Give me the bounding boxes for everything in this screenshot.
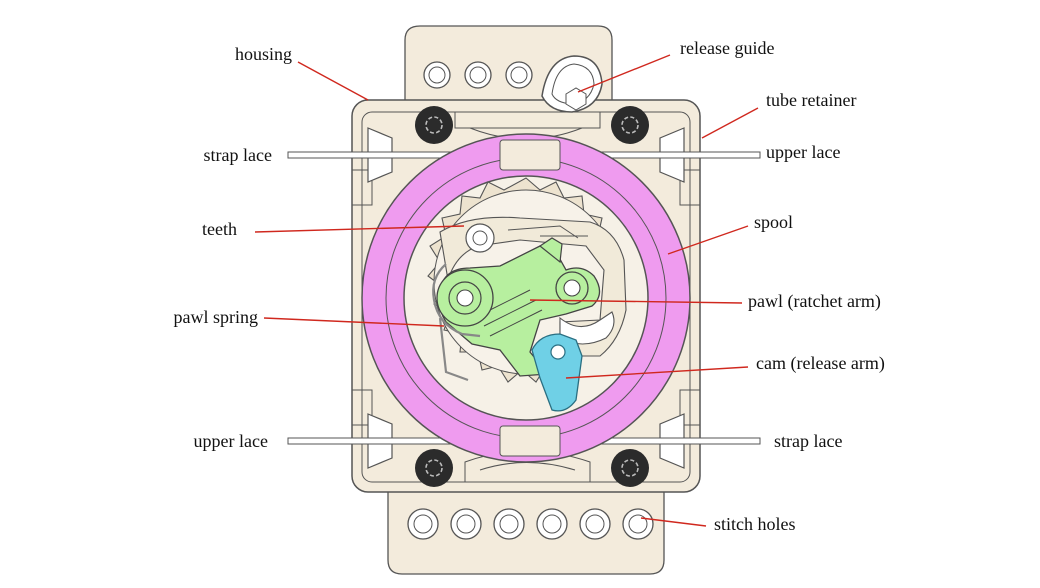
label-stitch-holes: stitch holes [714, 514, 796, 534]
stitch-hole [542, 514, 562, 534]
stitch-holes [407, 508, 654, 540]
leader-stitch-holes [640, 517, 707, 527]
label-strap-lace-right: strap lace [774, 431, 842, 451]
screw-torx [621, 116, 639, 134]
leader-spool [667, 225, 749, 255]
spring-post-outer [465, 223, 495, 253]
stitch-hole [450, 508, 482, 540]
top-hole [428, 66, 446, 84]
label-upper-lace-right: upper lace [766, 142, 840, 162]
stitch-hole [499, 514, 519, 534]
label-spool: spool [754, 212, 793, 232]
label-tube-retainer: tube retainer [766, 90, 856, 110]
leader-pawl-spring [263, 317, 445, 327]
screw-torx [425, 459, 443, 477]
top-hole [423, 61, 451, 89]
screw [415, 449, 453, 487]
screw-torx [425, 116, 443, 134]
top-holes [423, 61, 533, 89]
screw-torx [621, 459, 639, 477]
top-hole [469, 66, 487, 84]
leader-housing [297, 61, 369, 101]
screws [415, 106, 649, 487]
labels: housing release guide tube retainer stra… [174, 38, 885, 534]
stitch-hole [493, 508, 525, 540]
spool-window-top [499, 139, 561, 171]
release-guide [541, 55, 603, 113]
top-hole [510, 66, 528, 84]
pawl-spring [432, 263, 481, 382]
release-guide-inner [551, 63, 595, 105]
label-release-guide: release guide [680, 38, 774, 58]
screw-head [415, 106, 453, 144]
label-pawl-spring: pawl spring [174, 307, 259, 327]
screw [611, 106, 649, 144]
release-guide-hex [565, 87, 587, 111]
spring-post-inner [472, 230, 488, 246]
pawl-right-pin-hole [563, 279, 581, 297]
housing-side-notches [352, 169, 700, 426]
release-cutout [559, 311, 615, 345]
stitch-hole [413, 514, 433, 534]
leader-release-guide [577, 54, 671, 93]
bracket-slots [507, 225, 588, 239]
stitch-hole [628, 514, 648, 534]
label-housing: housing [235, 44, 292, 64]
label-teeth: teeth [202, 219, 237, 239]
stitch-hole [579, 508, 611, 540]
leader-lines [254, 54, 759, 527]
stitch-hole [536, 508, 568, 540]
screw [611, 449, 649, 487]
cam-pin [550, 344, 566, 360]
leader-pawl [529, 299, 743, 304]
screw-head [415, 449, 453, 487]
spool-window-bottom [499, 425, 561, 457]
stitch-hole [456, 514, 476, 534]
screw-head [611, 106, 649, 144]
stitch-hole [407, 508, 439, 540]
leader-tube-retainer [701, 107, 759, 139]
stitch-hole [585, 514, 605, 534]
label-cam: cam (release arm) [756, 353, 885, 374]
cam-body [531, 333, 583, 412]
screw-head [611, 449, 649, 487]
cam [531, 333, 583, 412]
label-pawl: pawl (ratchet arm) [748, 291, 881, 312]
screw [415, 106, 453, 144]
leader-teeth [254, 225, 465, 233]
leader-cam [565, 366, 749, 379]
ratchet-bracket [439, 216, 627, 357]
label-strap-lace-left: strap lace [204, 145, 272, 165]
label-upper-lace-left: upper lace [194, 431, 268, 451]
pawl [436, 237, 601, 377]
top-hole [505, 61, 533, 89]
pawl-pivot-hole [456, 289, 474, 307]
top-hole [464, 61, 492, 89]
pawl-tooth [538, 237, 563, 264]
stitch-hole [622, 508, 654, 540]
